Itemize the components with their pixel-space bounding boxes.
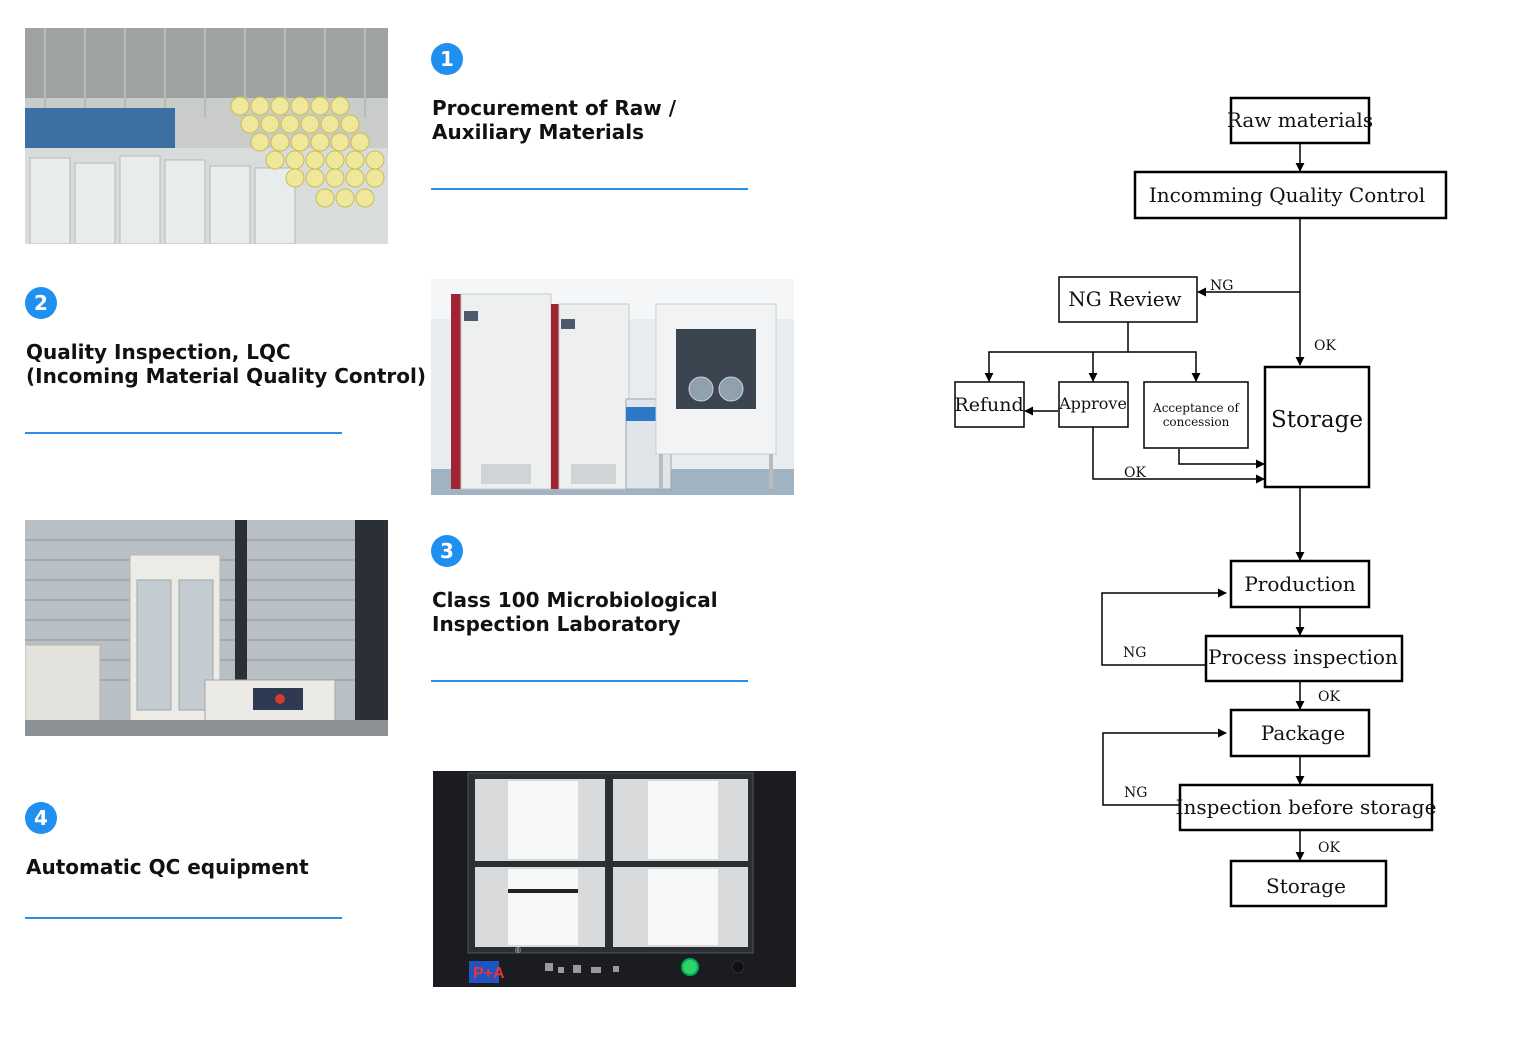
step-2-title-line-2: (Incoming Material Quality Control) — [26, 364, 427, 388]
label-production: Production — [1244, 572, 1355, 596]
step-4-title-line-1: Automatic QC equipment — [26, 855, 309, 879]
box-storage-main — [1263, 365, 1371, 489]
photo-microbiological-laboratory — [25, 520, 388, 736]
arrow-review-to-concession — [1128, 351, 1201, 382]
photo-automatic-qc-monitor: P+A ® — [433, 771, 796, 987]
arrow-inspection-ng-loop — [1102, 728, 1227, 806]
box-storage-final — [1229, 859, 1388, 908]
box-approve — [1058, 381, 1129, 428]
monitor-registered-mark: ® — [515, 946, 521, 955]
label-ng-iqc: NG — [1210, 278, 1233, 294]
label-ng-process: NG — [1123, 645, 1146, 661]
step-3-title-line-1: Class 100 Microbiological — [432, 588, 718, 612]
step-4-number-badge: 4 — [25, 802, 57, 834]
step-1-number-badge: 1 — [431, 43, 463, 75]
arrow-process-ng-loop — [1101, 588, 1227, 666]
box-acceptance-of-concession — [1143, 381, 1249, 449]
step-3-underline — [431, 680, 748, 682]
photo-raw-materials-warehouse — [25, 28, 388, 244]
box-production — [1229, 559, 1371, 609]
label-ok-inspection: OK — [1318, 840, 1340, 856]
arrow-approve-to-storage — [1092, 427, 1265, 484]
step-3-title-line-2: Inspection Laboratory — [432, 612, 681, 636]
box-ng-review — [1058, 276, 1198, 323]
box-inspection-before-storage — [1178, 783, 1434, 832]
box-package — [1229, 708, 1371, 758]
monitor-brand-logo: P+A — [473, 965, 505, 982]
step-3-number-badge: 3 — [431, 535, 463, 567]
label-process-inspection: Process inspection — [1208, 645, 1398, 669]
step-4-underline — [25, 917, 342, 919]
label-inspection-before-storage: Inspection before storage — [1176, 795, 1437, 819]
label-concession-line-2: concession — [1163, 415, 1230, 429]
arrow-concession-to-storage — [1178, 449, 1265, 469]
label-ng-review: NG Review — [1068, 287, 1181, 311]
arrow-review-to-refund — [984, 322, 1129, 382]
label-concession-line-1: Acceptance of — [1152, 401, 1240, 415]
label-package: Package — [1261, 721, 1345, 745]
label-ok-iqc: OK — [1314, 338, 1336, 354]
step-2-number-badge: 2 — [25, 287, 57, 319]
photo-inspection-chambers — [431, 279, 794, 495]
box-iqc — [1133, 170, 1448, 220]
label-ok-process: OK — [1318, 689, 1340, 705]
label-raw-materials: Raw materials — [1227, 108, 1373, 132]
step-2-underline — [25, 432, 342, 434]
step-1-title-line-1: Procurement of Raw / — [432, 96, 676, 120]
box-process-inspection — [1204, 634, 1404, 683]
label-ng-inspection: NG — [1124, 785, 1147, 801]
label-storage-final: Storage — [1266, 874, 1346, 898]
label-ok-approve: OK — [1124, 465, 1146, 481]
step-2-title-line-1: Quality Inspection, LQC — [26, 340, 291, 364]
box-raw-materials — [1229, 96, 1371, 145]
label-iqc: Incomming Quality Control — [1149, 183, 1425, 207]
label-approve: Approve — [1058, 394, 1127, 413]
label-refund: Refund — [954, 394, 1023, 416]
label-storage-main: Storage — [1271, 407, 1363, 433]
step-1-underline — [431, 188, 748, 190]
box-refund — [954, 381, 1025, 428]
step-1-title-line-2: Auxiliary Materials — [432, 120, 645, 144]
